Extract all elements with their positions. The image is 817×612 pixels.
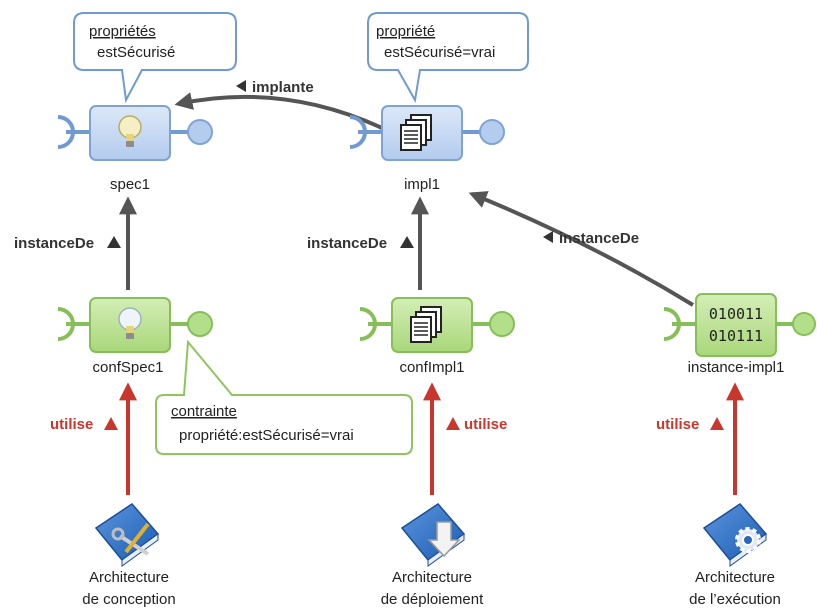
architecture-exec[interactable]: Architecture de l’exécution [689, 503, 781, 608]
uses-label-deploy: utilise [446, 416, 507, 433]
binary-text: 010111 [709, 327, 763, 345]
architecture-caption: de conception [82, 591, 175, 608]
component-impl1[interactable]: impl1 [349, 105, 505, 193]
lightbulb-icon [118, 115, 142, 147]
binary-text: 010011 [709, 305, 763, 323]
architecture-caption: Architecture [89, 569, 169, 586]
architecture-caption: de l’exécution [689, 591, 781, 608]
architecture-deploy[interactable]: Architecture de déploiement [381, 503, 484, 608]
instance-of-label-impl: instanceDe [307, 235, 414, 252]
instance-of-arrow-instance [468, 191, 695, 307]
callout-value: propriété:estSécurisé=vrai [179, 427, 354, 444]
relation-label: utilise [464, 416, 507, 433]
provided-port [479, 119, 505, 145]
documents-icon [410, 306, 442, 343]
relation-label: instanceDe [559, 230, 639, 247]
component-confimpl1[interactable]: confImpl1 [359, 297, 515, 376]
architecture-design[interactable]: Architecture de conception [82, 503, 176, 608]
uses-label-exec: utilise [656, 416, 724, 433]
triangle-left-icon [543, 231, 553, 243]
triangle-up-icon [400, 236, 414, 248]
architecture-caption: Architecture [695, 569, 775, 586]
component-spec1[interactable]: spec1 [57, 105, 213, 193]
provided-port [792, 312, 816, 336]
lightbulb-icon [118, 307, 142, 339]
instance-of-label-spec: instanceDe [14, 235, 121, 252]
impl-property-callout: propriété estSécurisé=vrai [367, 12, 529, 103]
triangle-up-icon [710, 417, 724, 430]
relation-label: instanceDe [307, 235, 387, 252]
relation-label: instanceDe [14, 235, 94, 252]
triangle-left-icon [236, 80, 246, 92]
provided-port [489, 311, 515, 337]
provided-port [187, 311, 213, 337]
component-label: spec1 [110, 176, 150, 193]
book-download-icon [400, 503, 466, 567]
callout-title: propriétés [89, 23, 156, 40]
component-label: impl1 [404, 176, 440, 193]
architecture-caption: Architecture [392, 569, 472, 586]
relation-label: utilise [50, 416, 93, 433]
book-tools-icon [94, 503, 160, 567]
relation-label: implante [252, 79, 314, 96]
callout-title: contrainte [171, 403, 237, 420]
triangle-up-icon [104, 417, 118, 430]
architecture-caption: de déploiement [381, 591, 484, 608]
triangle-up-icon [107, 236, 121, 248]
instance-of-label-instance: instanceDe [543, 230, 639, 247]
callout-value: estSécurisé [97, 44, 175, 61]
documents-icon [400, 114, 432, 151]
book-gear-icon [702, 503, 768, 567]
uses-label-design: utilise [50, 416, 118, 433]
component-label: confSpec1 [93, 359, 164, 376]
implants-label: implante [236, 79, 314, 96]
relation-label: utilise [656, 416, 699, 433]
component-label: confImpl1 [399, 359, 464, 376]
provided-port [187, 119, 213, 145]
constraint-callout: contrainte propriété:estSécurisé=vrai [155, 339, 413, 455]
spec-properties-callout: propriétés estSécurisé [73, 12, 237, 104]
callout-value: estSécurisé=vrai [384, 44, 495, 61]
triangle-up-icon [446, 417, 460, 430]
component-label: instance-impl1 [688, 359, 785, 376]
callout-title: propriété [376, 23, 435, 40]
component-confspec1[interactable]: confSpec1 [57, 297, 213, 376]
component-instance-impl1[interactable]: 010011 010111 instance-impl1 [663, 293, 816, 376]
